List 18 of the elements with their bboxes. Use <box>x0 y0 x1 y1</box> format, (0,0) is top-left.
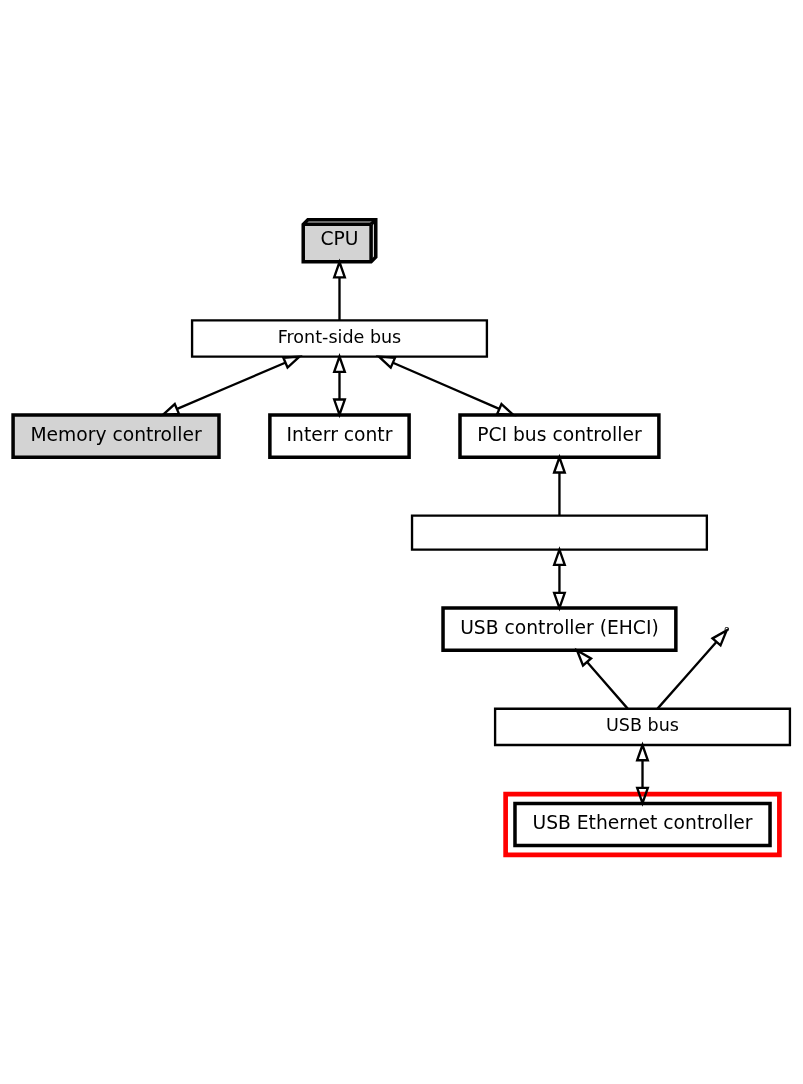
node-box: Front-side bus <box>190 319 489 358</box>
cluster <box>503 791 782 858</box>
arrow <box>552 453 567 516</box>
node-box: Memory controller <box>11 413 221 459</box>
node-box: PCI bus controller <box>458 413 661 459</box>
arrow <box>332 258 347 321</box>
node-bar <box>410 514 709 551</box>
node-box: USB Ethernet controller <box>513 801 772 848</box>
arrow <box>552 546 567 612</box>
arrow <box>159 355 303 417</box>
arrow <box>574 647 629 710</box>
arrow <box>332 353 347 419</box>
arrow <box>635 741 650 807</box>
node-box: Interr contr <box>268 413 411 459</box>
arrow <box>375 355 517 417</box>
arrow <box>656 627 729 710</box>
node-box: USB bus <box>493 707 792 747</box>
node-box: USB controller (EHCI) <box>441 606 678 652</box>
